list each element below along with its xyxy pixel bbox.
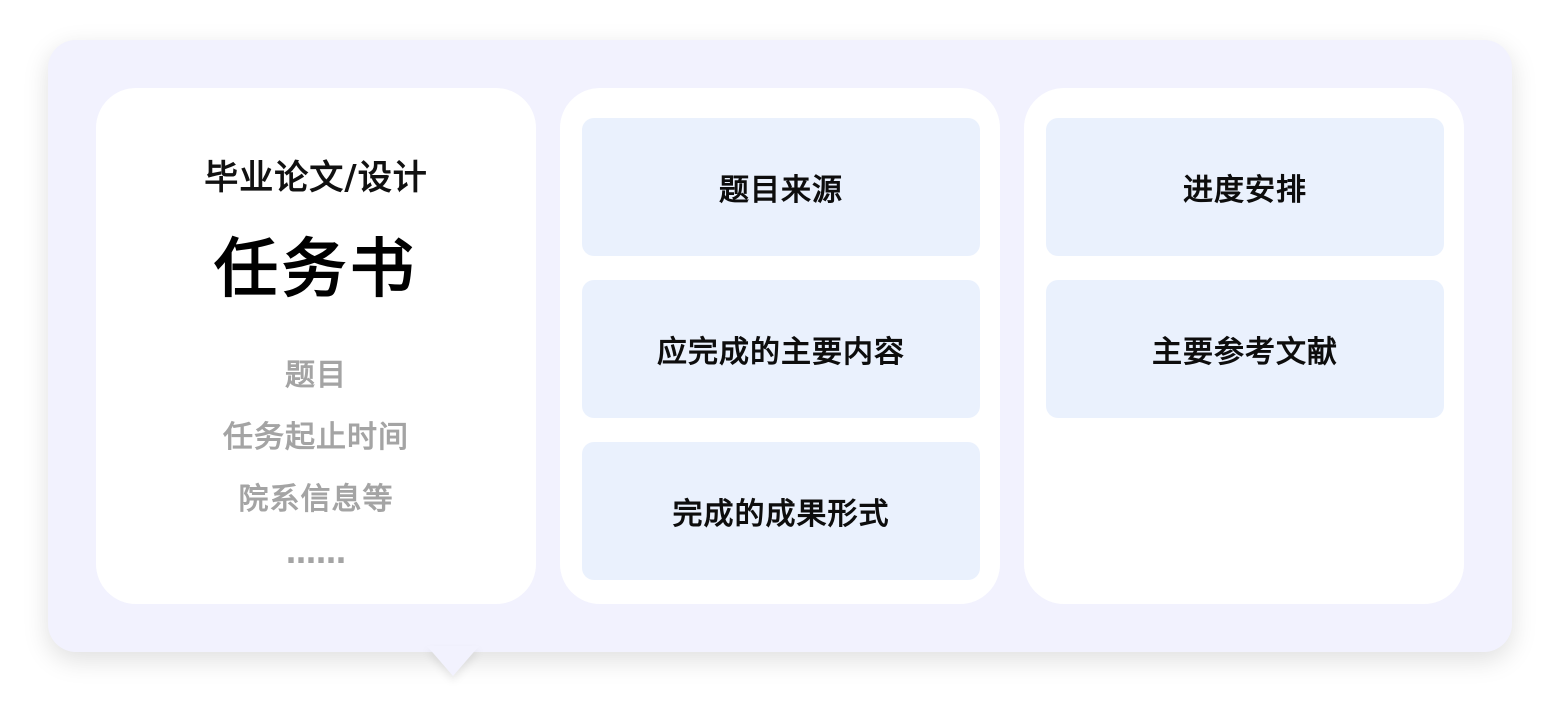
content-column-card: 题目来源 应完成的主要内容 完成的成果形式 xyxy=(560,88,1000,604)
task-book-title: 任务书 xyxy=(214,233,418,307)
task-book-card: 毕业论文/设计 任务书 题目 任务起止时间 院系信息等 …… xyxy=(96,88,536,604)
deliverable-form-box: 完成的成果形式 xyxy=(582,442,980,580)
task-book-item-period: 任务起止时间 xyxy=(223,420,409,455)
topic-source-box: 题目来源 xyxy=(582,118,980,256)
task-book-item-department: 院系信息等 xyxy=(238,482,394,517)
schedule-column-card: 进度安排 主要参考文献 xyxy=(1024,88,1464,604)
references-box: 主要参考文献 xyxy=(1046,280,1444,418)
callout-pointer xyxy=(427,646,479,676)
task-book-item-topic: 题目 xyxy=(285,358,347,393)
task-book-panel: 毕业论文/设计 任务书 题目 任务起止时间 院系信息等 …… 题目来源 应完成的… xyxy=(48,40,1512,652)
main-content-box: 应完成的主要内容 xyxy=(582,280,980,418)
schedule-box: 进度安排 xyxy=(1046,118,1444,256)
task-book-item-ellipsis: …… xyxy=(286,536,346,571)
task-book-subtitle: 毕业论文/设计 xyxy=(204,158,428,198)
